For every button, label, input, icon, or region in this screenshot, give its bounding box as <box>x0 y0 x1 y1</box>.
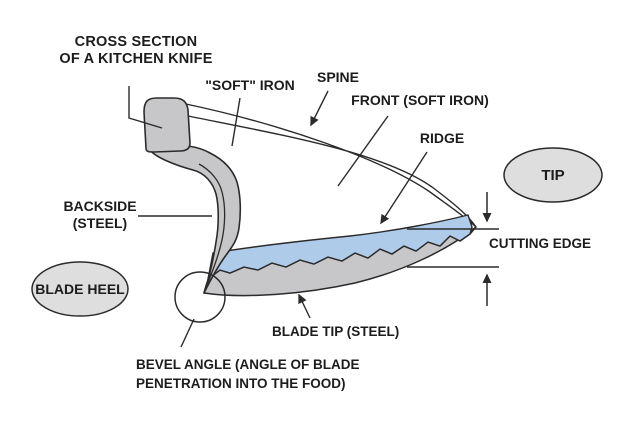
cross-section-lamination-line <box>198 163 226 291</box>
blade-heel-callout-ellipse <box>31 261 129 317</box>
diagram-title-line1: CROSS SECTION <box>75 34 198 50</box>
bevel-leader-line <box>180 318 195 348</box>
label-tip: TIP <box>541 167 564 184</box>
cross-section-spine-blob <box>143 97 191 153</box>
bevel-angle-circle <box>174 271 226 323</box>
front-leader-line <box>337 115 389 187</box>
label-ridge: RIDGE <box>420 130 464 146</box>
label-cutting-edge: CUTTING EDGE <box>489 236 591 251</box>
ridge-arrow <box>380 151 428 225</box>
tip-callout-ellipse <box>503 147 603 203</box>
label-front: FRONT (SOFT IRON) <box>351 92 489 108</box>
title-leader-line <box>128 86 163 129</box>
soft-iron-leader-line <box>231 97 241 147</box>
label-bevel-line1: BEVEL ANGLE (ANGLE OF BLADE <box>136 357 360 372</box>
blade-bevel-blue-face <box>207 214 473 280</box>
label-spine: SPINE <box>317 69 359 85</box>
label-soft-iron: "SOFT" IRON <box>205 77 295 93</box>
label-blade-tip: BLADE TIP (STEEL) <box>272 324 399 339</box>
spine-arrow <box>310 90 329 127</box>
label-blade-heel: BLADE HEEL <box>35 281 125 297</box>
label-backside-line1: BACKSIDE <box>63 198 136 214</box>
blade-tip-arrow <box>298 293 311 319</box>
diagram-title-line2: OF A KITCHEN KNIFE <box>59 51 212 67</box>
label-bevel-line2: PENETRATION INTO THE FOOD) <box>136 376 346 391</box>
label-backside-line2: (STEEL) <box>73 215 127 231</box>
